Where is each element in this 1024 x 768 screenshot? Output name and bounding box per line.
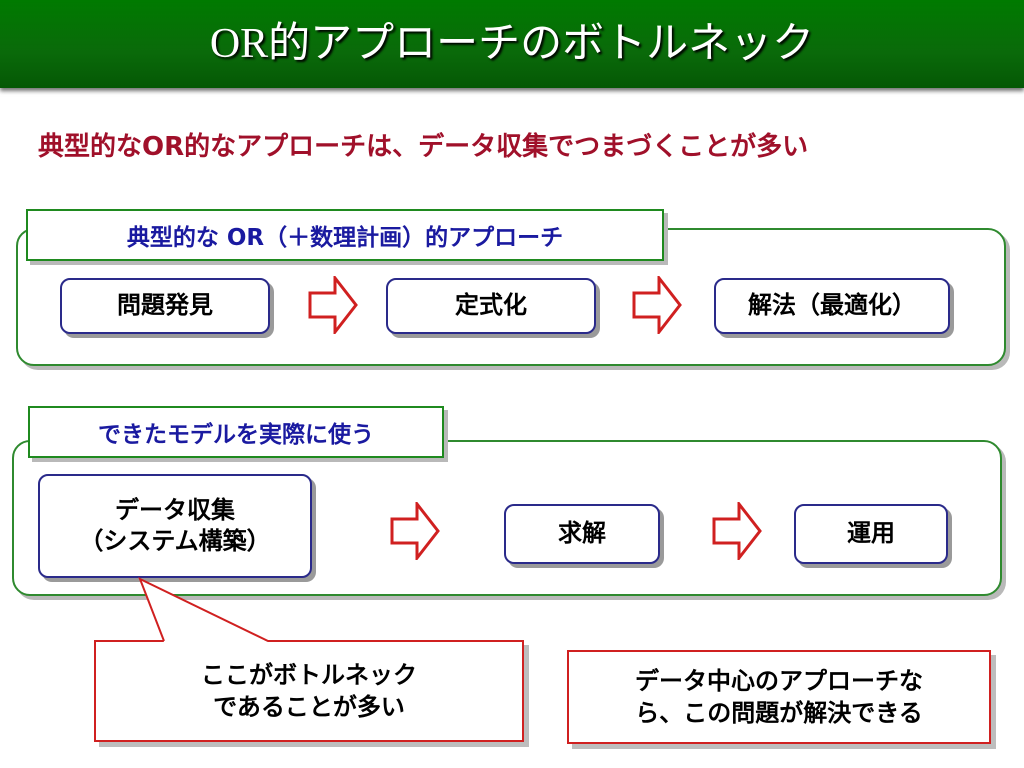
slide-title: OR的アプローチのボトルネック: [209, 21, 815, 67]
bottleneck-callout: ここがボトルネック であることが多い: [94, 640, 524, 742]
arrow-right-icon: [308, 276, 358, 334]
data-centric-callout: データ中心のアプローチな ら、この問題が解決できる: [567, 650, 991, 744]
slide-subtitle: 典型的なOR的なアプローチは、データ収集でつまづくことが多い: [38, 132, 809, 162]
step-data-collection-line1: データ収集: [115, 495, 235, 524]
arrow-right-icon: [712, 502, 762, 560]
arrow-right-icon: [632, 276, 682, 334]
step-data-collection-line2: （システム構築）: [79, 527, 271, 555]
use-model-label: できたモデルを実際に使う: [28, 406, 444, 458]
step-problem-discovery: 問題発見: [60, 278, 270, 334]
typical-or-label: 典型的な OR（＋数理計画）的アプローチ: [26, 209, 664, 261]
step-formulation: 定式化: [386, 278, 596, 334]
step-operation: 運用: [794, 504, 948, 564]
data-centric-callout-line2: ら、この問題が解決できる: [635, 699, 923, 727]
step-data-collection: データ収集 （システム構築）: [38, 474, 312, 578]
bottleneck-callout-line2: であることが多い: [213, 693, 405, 721]
data-centric-callout-line1: データ中心のアプローチな: [635, 666, 923, 695]
step-solution-optimization: 解法（最適化）: [714, 278, 950, 334]
bottleneck-callout-line1: ここがボトルネック: [201, 660, 417, 689]
arrow-right-icon: [390, 502, 440, 560]
step-solve: 求解: [504, 504, 660, 564]
title-bar: [0, 0, 1024, 88]
